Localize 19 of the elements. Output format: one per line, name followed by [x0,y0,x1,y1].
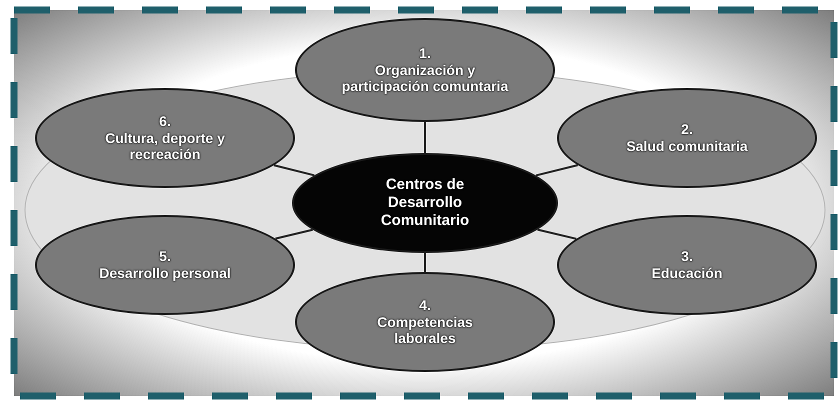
node-label: Centros de Desarrollo Comunitario [380,176,470,230]
connector-line [424,253,426,272]
connector-line [275,228,313,240]
node-label: Organización y participación comuntaria [340,62,510,96]
node-number: 5. [159,248,171,265]
connector-line [537,228,577,240]
node-label: Competencias laborales [376,314,474,348]
node-label: Salud comunitaria [626,138,748,155]
node-number: 2. [681,121,693,138]
connector-line [274,164,314,176]
connector-line [424,122,426,153]
node-number: 3. [681,248,693,265]
node-label: Cultura, deporte y recreación [104,130,226,164]
node-number: 4. [419,296,431,314]
connector-line [536,164,578,176]
node-label: Educación [652,265,722,282]
node-number: 6. [159,112,171,130]
node-label: Desarrollo personal [99,265,231,282]
node-number: 1. [419,44,431,62]
